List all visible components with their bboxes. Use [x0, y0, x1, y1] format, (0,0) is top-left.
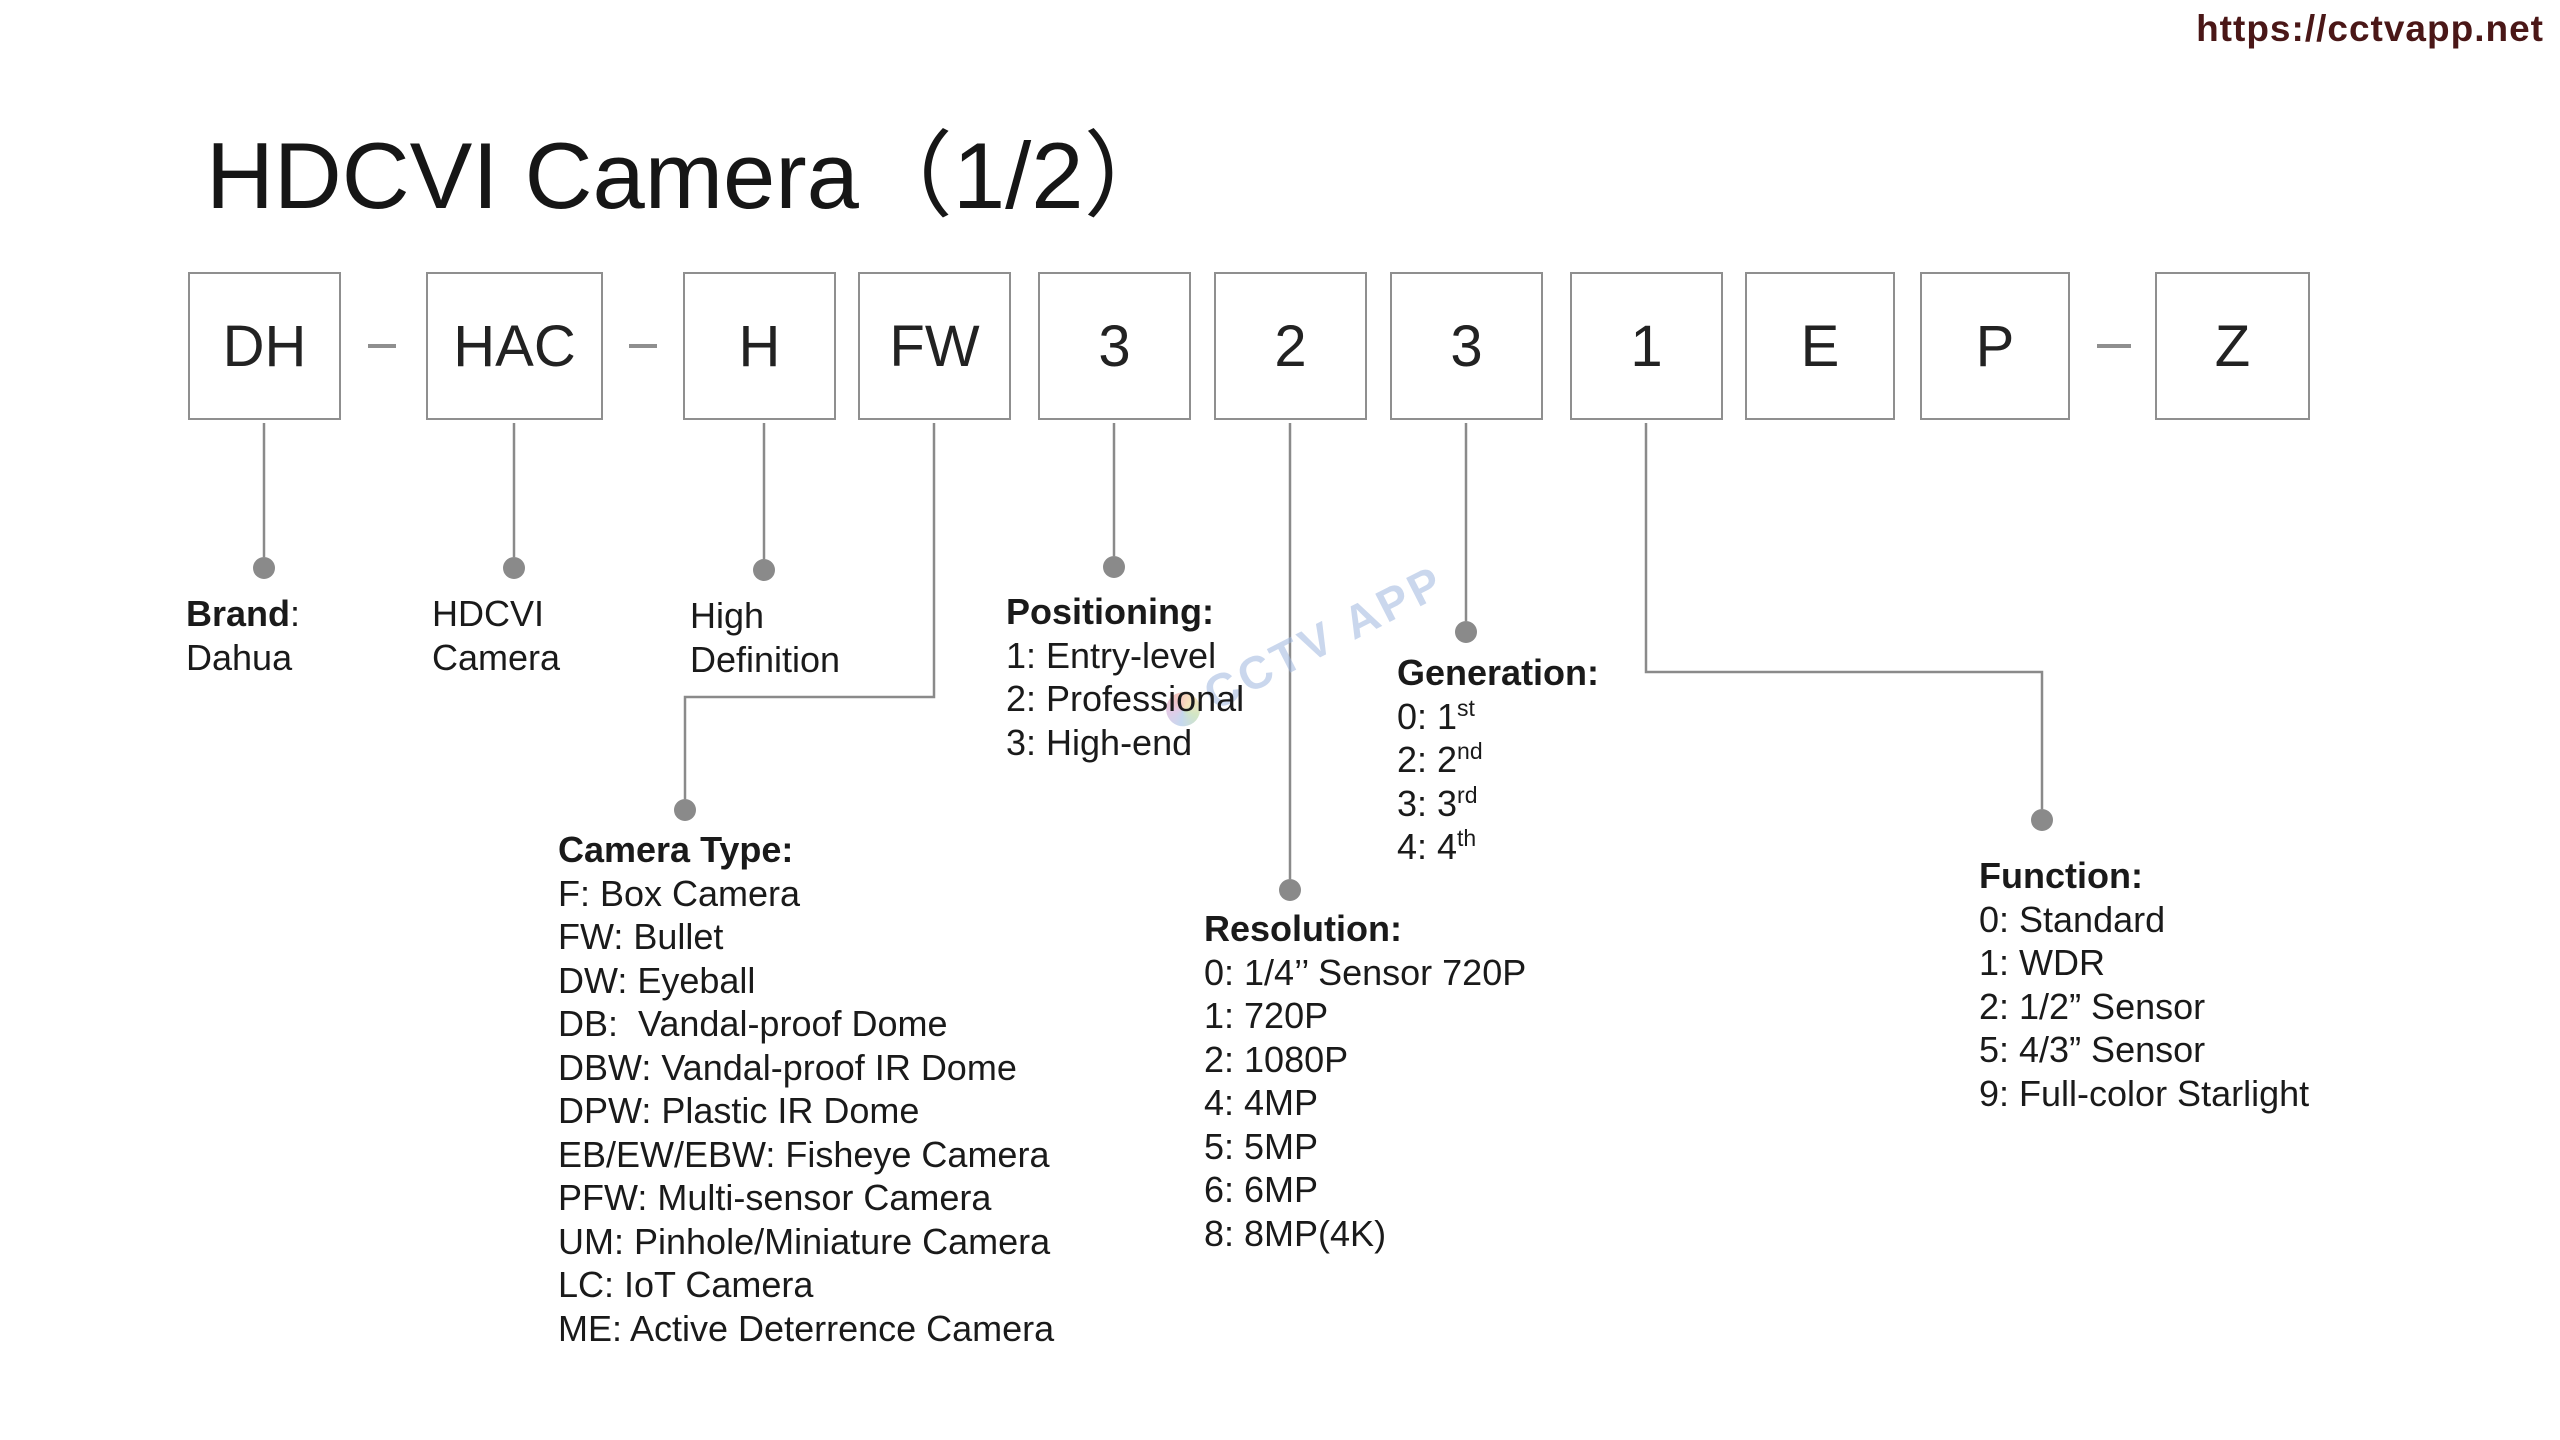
resolution-block: Resolution: 0: 1/4’’ Sensor 720P 1: 720P…	[1204, 907, 1526, 1255]
generation-item-sup: th	[1457, 825, 1477, 851]
connector-dot-brand	[253, 557, 275, 579]
code-box-function: 1	[1570, 272, 1723, 420]
list-item: EB/EW/EBW: Fisheye Camera	[558, 1133, 1050, 1175]
connector-dot-resolution	[1279, 879, 1301, 901]
connector-dot-hdcvi	[503, 557, 525, 579]
code-box-resolution: 2	[1214, 272, 1367, 420]
code-box-p: P	[1920, 272, 2070, 420]
function-heading: Function:	[1979, 855, 2143, 896]
code-box-generation: 3	[1390, 272, 1543, 420]
dash-separator	[629, 344, 657, 348]
connector-dot-positioning	[1103, 556, 1125, 578]
generation-item-sup: st	[1457, 694, 1475, 721]
code-box-hd: H	[683, 272, 836, 420]
list-item: DW: Eyeball	[558, 959, 756, 1001]
camera-type-block: Camera Type: F: Box Camera FW: Bullet DW…	[558, 828, 1054, 1350]
generation-block: Generation: 0: 1st 2: 2nd 3: 3rd 4: 4th	[1397, 651, 1599, 869]
list-item: 3: High-end	[1006, 721, 1193, 763]
list-item: 1: Entry-level	[1006, 634, 1217, 676]
list-item: PFW: Multi-sensor Camera	[558, 1177, 992, 1218]
connector-camera-type	[683, 423, 936, 799]
list-item: 1: WDR	[1979, 942, 2105, 983]
list-item: 2: 1/2” Sensor	[1979, 985, 2206, 1027]
list-item: DPW: Plastic IR Dome	[558, 1090, 920, 1131]
list-item: 5: 4/3” Sensor	[1979, 1029, 2206, 1070]
generation-heading: Generation:	[1397, 652, 1600, 693]
list-item: 4: 4th	[1397, 825, 1599, 869]
connector-dot-generation	[1455, 621, 1477, 643]
code-box-brand: DH	[188, 272, 341, 420]
camera-type-heading: Camera Type:	[558, 829, 794, 870]
positioning-block: Positioning: 1: Entry-level 2: Professio…	[1006, 590, 1244, 764]
generation-item-sup: nd	[1457, 738, 1483, 764]
list-item: 0: 1/4’’ Sensor 720P	[1204, 951, 1527, 993]
generation-item-base: 0: 1	[1397, 695, 1458, 737]
list-item: DB: Vandal-proof Dome	[558, 1003, 948, 1044]
list-item: 2: 2nd	[1397, 738, 1599, 782]
list-item: 4: 4MP	[1204, 1082, 1319, 1123]
brand-block: Brand: Dahua	[186, 592, 300, 679]
brand-value: Dahua	[186, 636, 293, 678]
list-item: 2: 1080P	[1204, 1038, 1349, 1080]
list-item: 2: Professional	[1006, 678, 1245, 719]
list-item: 3: 3rd	[1397, 782, 1599, 826]
list-item: 8: 8MP(4K)	[1204, 1212, 1387, 1254]
list-item: FW: Bullet	[558, 916, 724, 957]
connector-dot-function	[2031, 809, 2053, 831]
label-line: HDCVI	[432, 593, 545, 634]
list-item: UM: Pinhole/Miniature Camera	[558, 1220, 1051, 1262]
label-line: Camera	[432, 636, 561, 678]
brand-heading: Brand:	[186, 592, 300, 636]
code-box-positioning: 3	[1038, 272, 1191, 420]
code-box-e: E	[1745, 272, 1895, 420]
list-item: 5: 5MP	[1204, 1125, 1319, 1167]
connector-function	[1644, 423, 2044, 809]
connector-dot-high-definition	[753, 559, 775, 581]
generation-item-base: 2: 2	[1397, 739, 1458, 780]
brand-heading-bold: Brand	[186, 593, 291, 634]
generation-item-base: 3: 3	[1397, 782, 1458, 824]
connector-dot-camera-type	[674, 799, 696, 821]
label-line: Definition	[690, 638, 841, 680]
brand-heading-colon: :	[290, 593, 301, 634]
list-item: 6: 6MP	[1204, 1169, 1319, 1210]
page-title: HDCVI Camera（1/2）	[206, 123, 1178, 228]
label-line: High	[690, 595, 765, 636]
generation-item-sup: rd	[1457, 781, 1478, 808]
code-box-camera-type: FW	[858, 272, 1011, 420]
dash-separator	[2097, 344, 2131, 348]
list-item: 1: 720P	[1204, 995, 1329, 1036]
list-item: LC: IoT Camera	[558, 1264, 814, 1305]
dash-separator	[368, 344, 396, 348]
resolution-heading: Resolution:	[1204, 908, 1402, 949]
high-definition-block: High Definition	[690, 594, 840, 681]
site-url: https://cctvapp.net	[2196, 8, 2544, 49]
function-block: Function: 0: Standard 1: WDR 2: 1/2” Sen…	[1979, 854, 2309, 1115]
positioning-heading: Positioning:	[1006, 591, 1214, 632]
generation-item-base: 4: 4	[1397, 826, 1458, 867]
list-item: 0: 1st	[1397, 695, 1599, 739]
list-item: 9: Full-color Starlight	[1979, 1072, 2310, 1114]
list-item: 0: Standard	[1979, 898, 2166, 940]
code-box-series: HAC	[426, 272, 603, 420]
list-item: F: Box Camera	[558, 872, 801, 914]
list-item: DBW: Vandal-proof IR Dome	[558, 1046, 1017, 1088]
list-item: ME: Active Deterrence Camera	[558, 1307, 1055, 1349]
hdcvi-camera-block: HDCVI Camera	[432, 592, 560, 679]
code-box-z: Z	[2155, 272, 2310, 420]
